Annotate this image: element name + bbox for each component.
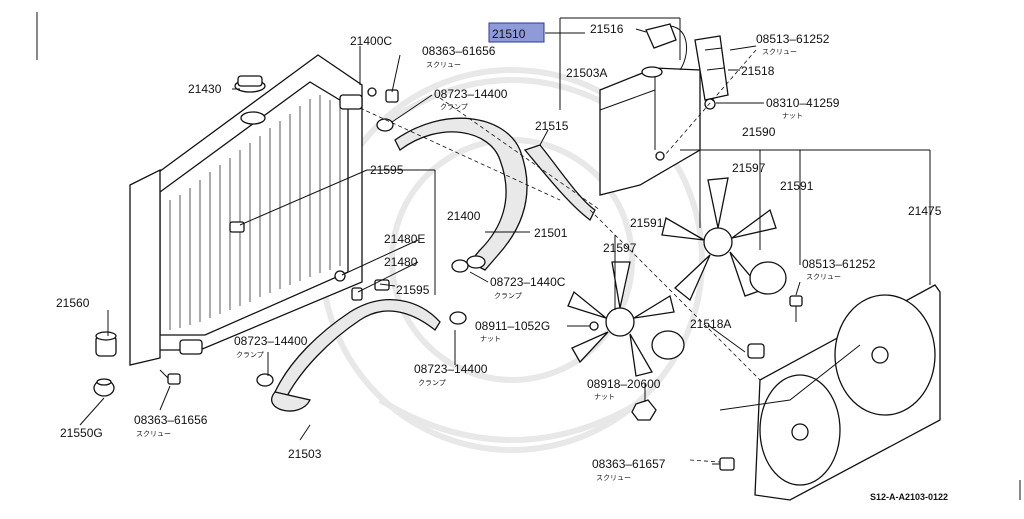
- part-number-21597-top[interactable]: 21597: [732, 161, 766, 175]
- reservoir-cap-21516[interactable]: [645, 23, 688, 71]
- part-note-08723-left: クランプ: [236, 351, 264, 359]
- fan-shroud-21475[interactable]: [719, 284, 941, 501]
- part-note-08723-top: クランプ: [440, 103, 468, 111]
- part-number-21515[interactable]: 21515: [535, 119, 569, 133]
- radiator-21400[interactable]: [129, 54, 363, 366]
- screw-08363-shroud[interactable]: [712, 457, 735, 471]
- part-note-08310: ナット: [782, 112, 803, 120]
- part-number-21591-mid[interactable]: 21591: [630, 216, 664, 230]
- part-number-21503[interactable]: 21503: [288, 447, 322, 461]
- leader-lines: [79, 17, 931, 463]
- part-number-08363-top[interactable]: 08363–61656: [422, 44, 496, 58]
- part-note-08723-mid: クランプ: [494, 292, 522, 300]
- part-note-08363-bottom: スクリュー: [136, 430, 171, 438]
- clamp-08723[interactable]: [256, 118, 469, 387]
- part-number-21503A[interactable]: 21503A: [566, 66, 607, 80]
- bracket-21518[interactable]: [694, 35, 729, 101]
- fan-21597-lower[interactable]: [567, 261, 675, 377]
- upper-hose-21501[interactable]: [394, 117, 528, 271]
- part-number-08723-bottom[interactable]: 08723–14400: [414, 362, 488, 376]
- part-number-21591-top[interactable]: 21591: [780, 179, 814, 193]
- part-number-21518[interactable]: 21518: [741, 64, 775, 78]
- part-number-21480E[interactable]: 21480E: [384, 232, 425, 246]
- part-number-21595-top[interactable]: 21595: [370, 163, 404, 177]
- highlight-box-21510[interactable]: [488, 22, 545, 43]
- hose-end-upper: [466, 255, 486, 269]
- part-number-21475[interactable]: 21475: [908, 204, 942, 218]
- part-number-21597-mid[interactable]: 21597: [603, 241, 637, 255]
- diagram-id: S12-A-A2103-0122: [870, 492, 948, 502]
- part-note-08911: ナット: [480, 335, 501, 343]
- lower-hose-tail: [271, 391, 311, 412]
- part-number-21400[interactable]: 21400: [447, 209, 481, 223]
- part-labels: 21510 21516 21503A 21515 08513–61252 スクリ…: [56, 22, 948, 502]
- part-number-08911[interactable]: 08911–1052G: [475, 319, 550, 333]
- fan-21591-upper[interactable]: [661, 177, 777, 302]
- part-number-21430[interactable]: 21430: [188, 82, 222, 96]
- part-number-21590[interactable]: 21590: [742, 125, 776, 139]
- part-number-21510[interactable]: 21510: [492, 27, 526, 41]
- part-number-08363-shroud[interactable]: 08363–61657: [592, 457, 666, 471]
- part-number-21400C[interactable]: 21400C: [350, 34, 392, 48]
- screw-08513-top[interactable]: [655, 151, 665, 161]
- screw-08363-top[interactable]: [367, 87, 399, 103]
- part-number-08310[interactable]: 08310–41259: [766, 96, 840, 110]
- part-number-21480[interactable]: 21480: [384, 255, 418, 269]
- part-number-08918[interactable]: 08918–20600: [587, 377, 661, 391]
- screw-08363-bottom[interactable]: [159, 369, 181, 385]
- part-number-21516[interactable]: 21516: [590, 22, 624, 36]
- part-note-08723-bottom: クランプ: [418, 379, 446, 387]
- bushing-21560[interactable]: [95, 331, 117, 357]
- part-number-08723-mid[interactable]: 08723–1440C: [490, 275, 566, 289]
- part-number-08513-lower[interactable]: 08513–61252: [802, 257, 876, 271]
- part-number-21595-bottom[interactable]: 21595: [396, 283, 430, 297]
- reservoir-tank-21503A[interactable]: [599, 66, 701, 196]
- part-number-21518A[interactable]: 21518A: [690, 317, 731, 331]
- part-number-21550G[interactable]: 21550G: [60, 426, 103, 440]
- reservoir-hose-21515[interactable]: [523, 144, 596, 221]
- part-note-08363-top: スクリュー: [426, 61, 461, 69]
- nut-08911[interactable]: [589, 321, 599, 331]
- bushing-21550G[interactable]: [93, 378, 115, 397]
- part-number-08513-top[interactable]: 08513–61252: [756, 32, 830, 46]
- screw-08513-lower[interactable]: [789, 295, 803, 322]
- fan-motor-21590[interactable]: [651, 261, 787, 360]
- nut-08918[interactable]: [631, 399, 657, 421]
- part-number-08723-left[interactable]: 08723–14400: [234, 334, 308, 348]
- part-note-08363-shroud: スクリュー: [596, 474, 631, 482]
- part-number-21560[interactable]: 21560: [56, 296, 90, 310]
- grommet-21518A[interactable]: [747, 343, 765, 359]
- part-note-08513-top: スクリュー: [762, 48, 797, 56]
- part-number-21501[interactable]: 21501: [534, 226, 568, 240]
- radiator-cap-21430[interactable]: [234, 75, 266, 93]
- part-note-08918: ナット: [594, 393, 615, 401]
- nut-08310[interactable]: [704, 98, 716, 110]
- part-note-08513-lower: スクリュー: [806, 273, 841, 281]
- lower-hose-21503[interactable]: [274, 299, 441, 402]
- part-number-08723-top[interactable]: 08723–14400: [434, 87, 508, 101]
- part-number-08363-bottom[interactable]: 08363–61656: [134, 413, 208, 427]
